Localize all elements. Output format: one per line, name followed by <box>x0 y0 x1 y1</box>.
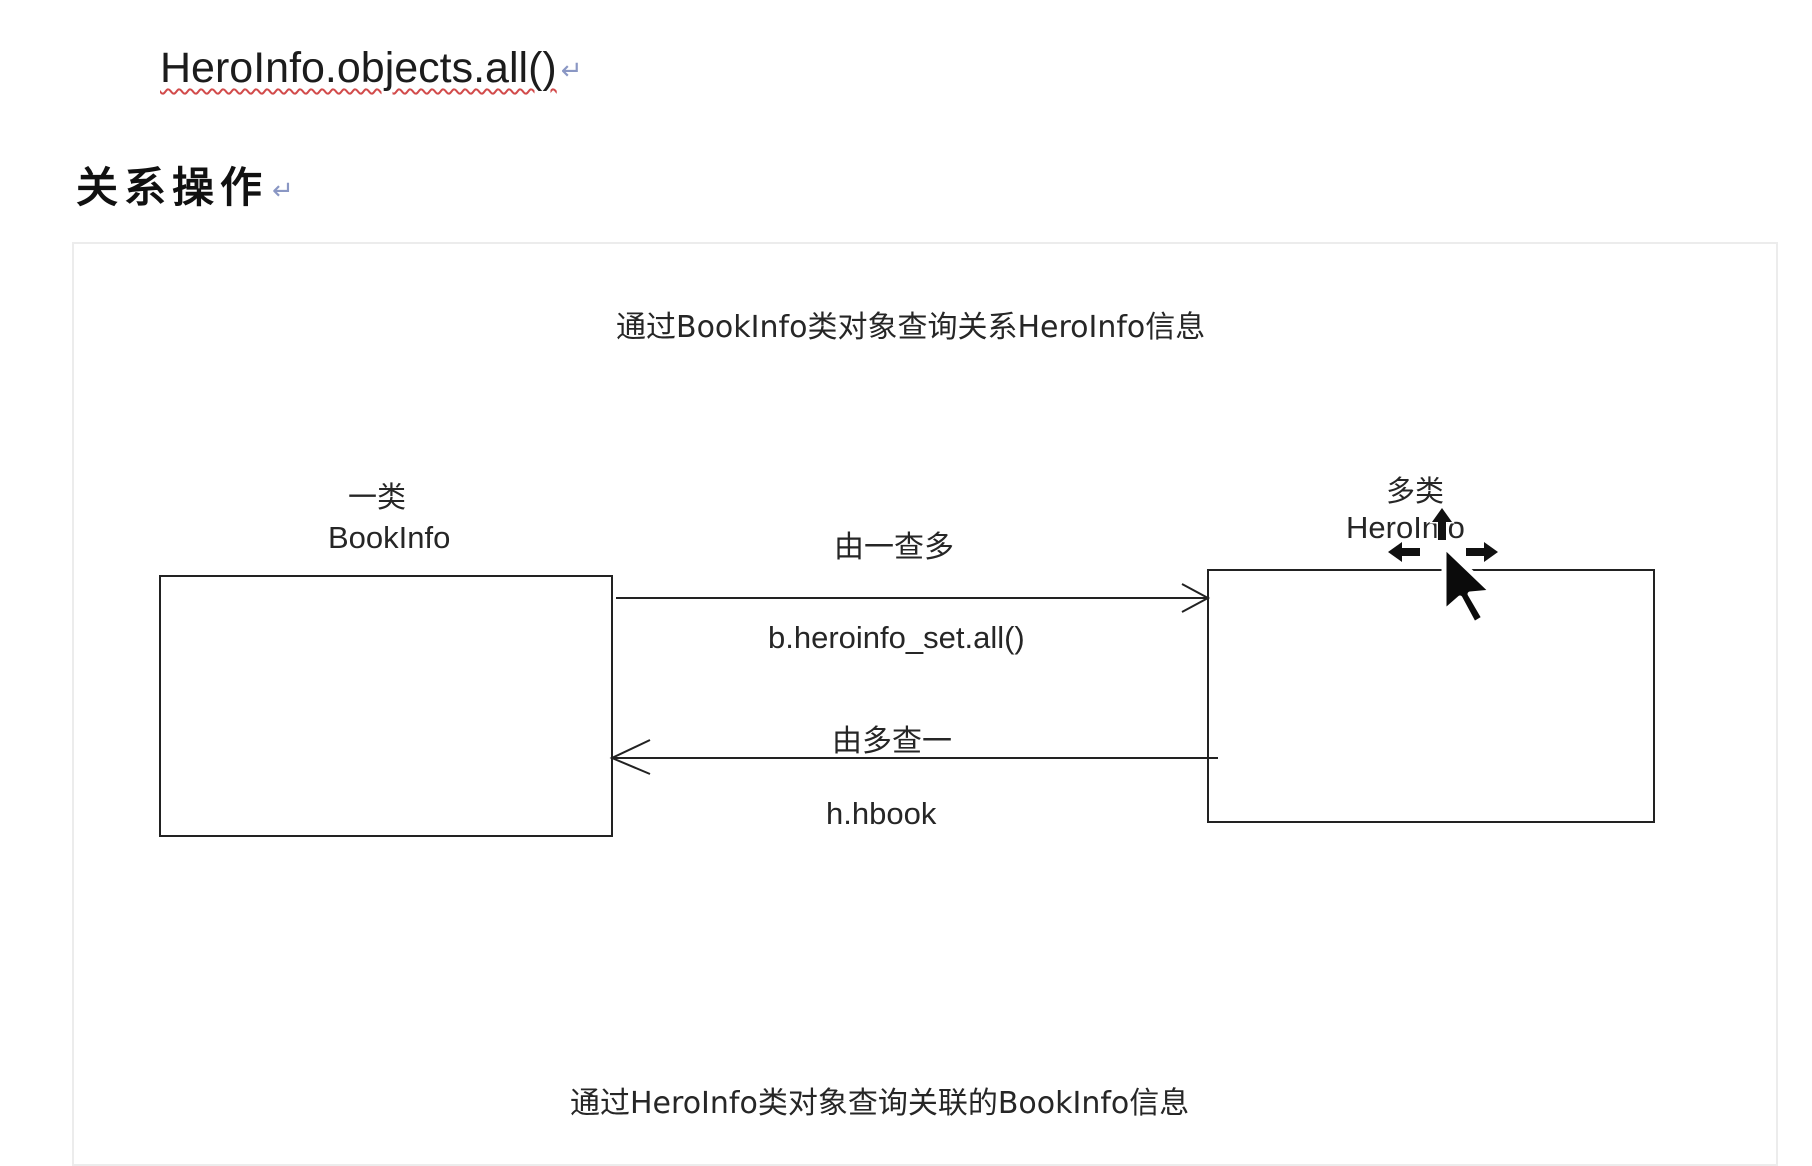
forward-arrow <box>616 583 1211 613</box>
backward-query-label: 由多查一 <box>832 724 952 759</box>
section-heading: 关系操作↵ <box>76 154 294 215</box>
paragraph-mark-icon: ↵ <box>272 175 294 206</box>
caption-top: 通过BookInfo类对象查询关系HeroInfo信息 <box>616 310 1206 345</box>
backward-arrow <box>609 739 1218 775</box>
paragraph-mark-icon: ↵ <box>560 55 583 86</box>
mouse-cursor <box>1385 505 1501 627</box>
bookinfo-box <box>159 575 613 837</box>
bookinfo-category-label: 一类 <box>348 480 407 514</box>
arrow-pointer-icon <box>1441 543 1495 627</box>
code-text: HeroInfo.objects.all() <box>160 44 557 92</box>
caption-bottom: 通过HeroInfo类对象查询关联的BookInfo信息 <box>570 1086 1190 1121</box>
heading-text: 关系操作 <box>76 163 269 212</box>
heroinfo-category-label: 多类 <box>1386 474 1445 508</box>
forward-query-label: 由一查多 <box>834 530 954 565</box>
bookinfo-name-label: BookInfo <box>328 520 451 555</box>
heroinfo-box <box>1207 569 1655 823</box>
code-line: HeroInfo.objects.all()↵ <box>160 44 583 93</box>
backward-query-code: h.hbook <box>826 796 937 831</box>
move-cursor-icon <box>1385 505 1501 565</box>
forward-query-code: b.heroinfo_set.all() <box>768 620 1025 655</box>
diagram-frame <box>72 242 1778 1166</box>
